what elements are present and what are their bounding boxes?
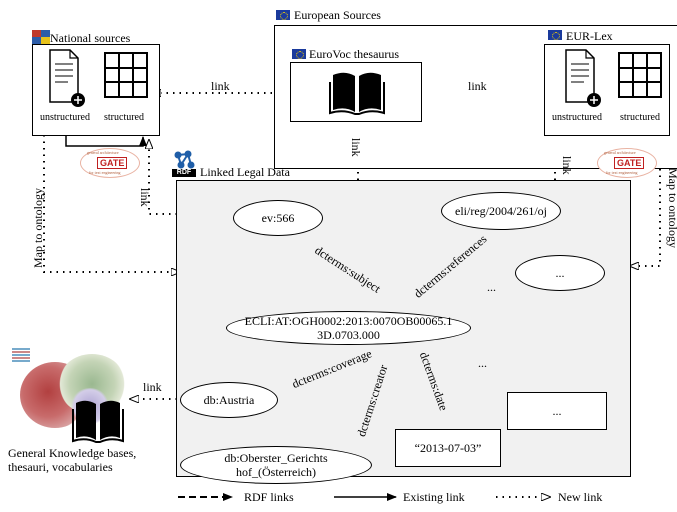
gate-logo-right-top: general architecture [604,150,636,155]
legend-existing-link: Existing link [403,490,465,504]
eu-flag-icon [276,10,290,20]
knowledge-label-line1: General Knowledge bases, [8,446,137,460]
national-flag-icon [32,30,50,44]
national-unstructured-label: unstructured [40,112,90,123]
node-austria: db:Austria [180,382,278,418]
rdf-badge-text: RDF [172,169,196,177]
map-to-ontology-left: Map to ontology [31,188,45,268]
node-oberster-line2: hof_(Österreich) [236,465,316,479]
link-label-eurovoc-eurlex: link [468,79,487,93]
knowledge-label-line2: thesauri, vocabularies [8,460,113,474]
linked-legal-data-title: Linked Legal Data [200,165,290,179]
gate-logo-left-top: general architecture [87,150,119,155]
gate-logo-left-brand: GATE [97,157,128,169]
national-structured-label: structured [104,112,144,123]
node-ellipsis-bottom: ... [507,392,607,430]
legend-rdf-links: RDF links [244,490,294,504]
link-map-ontology-left [43,135,180,272]
link-label-eurlex-vertical: link [560,156,574,175]
rdf-icon: RDF [172,150,196,177]
edge-label-dots-lower: ... [478,356,487,370]
national-sources-title: National sources [50,31,131,45]
node-eli-reg: eli/reg/2004/261/oj [441,192,561,230]
knowledge-graph-image [12,348,132,438]
eurovoc-title: EuroVoc thesaurus [309,47,400,61]
eurlex-flag-icon [548,30,562,40]
link-label-knowledge: link [143,380,162,394]
node-oberster-line1: db:Oberster_Gerichts [224,451,328,465]
link-national-internal [65,135,147,147]
edge-label-dots-upper: ... [487,280,496,294]
gate-logo-left: general architecture GATE for text engin… [80,148,140,178]
map-to-ontology-right: Map to ontology [666,168,677,248]
eurovoc-flag-icon [292,49,306,59]
node-ev566: ev:566 [233,200,323,236]
gate-logo-left-bottom: for text engineering [89,170,121,175]
node-ecli: ECLI:AT:OGH0002:2013:0070OB00065.1 3D.07… [226,311,471,345]
european-sources-title: European Sources [294,8,381,22]
eurlex-unstructured-label: unstructured [552,112,602,123]
legend-new-link: New link [558,490,603,504]
node-date-literal: “2013-07-03” [395,429,501,467]
node-ellipsis-top: ... [515,255,605,291]
link-label-national-eurovoc: link [211,79,230,93]
link-label-national-vertical: link [138,188,152,207]
eurovoc-box [290,62,422,122]
gate-logo-right-bottom: for text engineering [606,170,638,175]
eurlex-title: EUR-Lex [566,29,613,43]
gate-logo-right: general architecture GATE for text engin… [597,148,657,178]
eurlex-structured-label: structured [620,112,660,123]
node-oberster-gerichtshof: db:Oberster_Gerichts hof_(Österreich) [180,446,372,484]
node-ecli-line2: 3D.0703.000 [317,328,380,342]
node-ecli-line1: ECLI:AT:OGH0002:2013:0070OB00065.1 [244,314,453,328]
gate-logo-right-brand: GATE [614,157,645,169]
link-label-eurovoc-vertical: link [349,138,363,157]
link-map-ontology-right [630,159,677,266]
